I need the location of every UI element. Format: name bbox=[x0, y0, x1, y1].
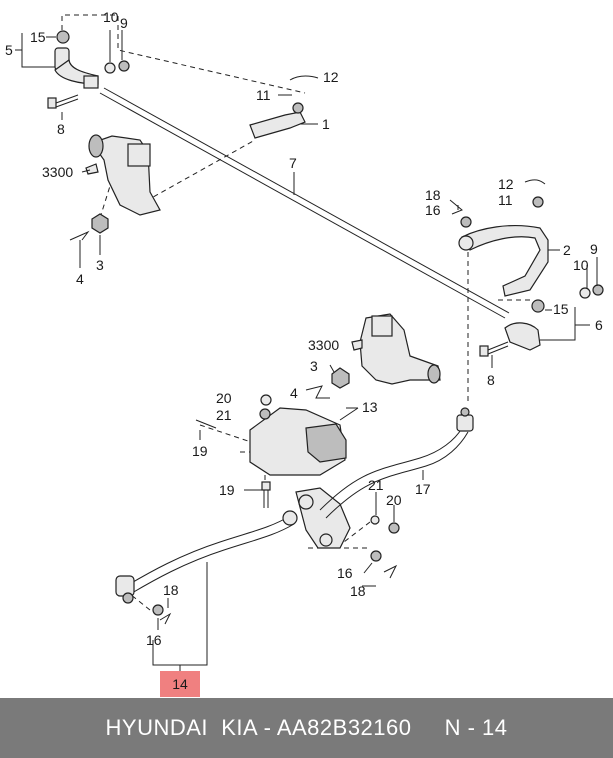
small-nuts bbox=[152, 515, 400, 625]
center-link bbox=[115, 510, 298, 604]
callout-16-mid: 16 bbox=[337, 565, 353, 581]
callout-3-mid: 3 bbox=[310, 358, 318, 374]
callout-15-right: 15 bbox=[553, 301, 569, 317]
left-steering-knuckle bbox=[85, 134, 161, 216]
parts-diagram: 5 15 10 9 8 3300 3 4 12 11 1 7 18 16 12 … bbox=[5, 9, 604, 672]
callout-11-right: 11 bbox=[498, 192, 513, 208]
callout-18-right: 18 bbox=[425, 187, 441, 203]
callout-17: 17 bbox=[415, 481, 431, 497]
callout-9-right: 9 bbox=[590, 241, 598, 257]
callout-21-lower: 21 bbox=[368, 477, 384, 493]
callout-21-upper: 21 bbox=[216, 407, 232, 423]
callout-18-bottom: 18 bbox=[163, 582, 179, 598]
callout-10-right: 10 bbox=[573, 257, 589, 273]
callout-6: 6 bbox=[595, 317, 603, 333]
part-number-caption: HYUNDAI KIA - AA82B32160 N - 14 bbox=[105, 715, 508, 740]
callout-numbers: 5 15 10 9 8 3300 3 4 12 11 1 7 18 16 12 … bbox=[5, 9, 603, 648]
lower-link bbox=[295, 487, 351, 549]
callout-1: 1 bbox=[322, 116, 330, 132]
callout-15-left: 15 bbox=[30, 29, 46, 45]
right-bolt bbox=[479, 341, 509, 357]
left-nut-washer bbox=[104, 60, 130, 74]
callout-20-upper: 20 bbox=[216, 390, 232, 406]
left-nut bbox=[69, 213, 109, 241]
callout-12-right: 12 bbox=[498, 176, 514, 192]
callout-11-top: 11 bbox=[256, 87, 271, 103]
callout-3300-left: 3300 bbox=[42, 164, 73, 180]
left-bolt bbox=[47, 94, 79, 109]
drag-link bbox=[319, 407, 474, 519]
callout-2: 2 bbox=[563, 242, 571, 258]
highlighted-part-label: 14 bbox=[172, 676, 188, 692]
callout-20-lower: 20 bbox=[386, 492, 402, 508]
callout-8-left: 8 bbox=[57, 121, 65, 137]
callout-18-mid: 18 bbox=[350, 583, 366, 599]
idler-bracket bbox=[195, 394, 347, 476]
right-tie-rod-end bbox=[504, 284, 604, 351]
callout-9-left: 9 bbox=[120, 15, 128, 31]
mid-steering-knuckle bbox=[351, 313, 441, 385]
callout-16-right: 16 bbox=[425, 202, 441, 218]
callout-16-bottom: 16 bbox=[146, 632, 162, 648]
footer-bar: HYUNDAI KIA - AA82B32160 N - 14 bbox=[0, 698, 613, 758]
left-tie-rod-end bbox=[54, 30, 99, 89]
right-idler-arm bbox=[449, 179, 549, 297]
upper-tie-rod-end bbox=[249, 75, 319, 139]
callout-13: 13 bbox=[362, 399, 378, 415]
callout-10-left: 10 bbox=[103, 9, 119, 25]
callout-4-left: 4 bbox=[76, 271, 84, 287]
callout-3300-mid: 3300 bbox=[308, 337, 339, 353]
callout-5: 5 bbox=[5, 42, 13, 58]
callout-4-mid: 4 bbox=[290, 385, 298, 401]
lower-bolt bbox=[261, 481, 271, 508]
mid-nut bbox=[305, 367, 350, 399]
callout-3-left: 3 bbox=[96, 257, 104, 273]
callout-19-upper: 19 bbox=[192, 443, 208, 459]
callout-12-top: 12 bbox=[323, 69, 339, 85]
callout-leaders bbox=[15, 30, 598, 672]
highlighted-part-callout bbox=[160, 671, 200, 697]
callout-7: 7 bbox=[289, 155, 297, 171]
callout-19-lower: 19 bbox=[219, 482, 235, 498]
callout-8-right: 8 bbox=[487, 372, 495, 388]
tie-rod bbox=[99, 87, 510, 319]
